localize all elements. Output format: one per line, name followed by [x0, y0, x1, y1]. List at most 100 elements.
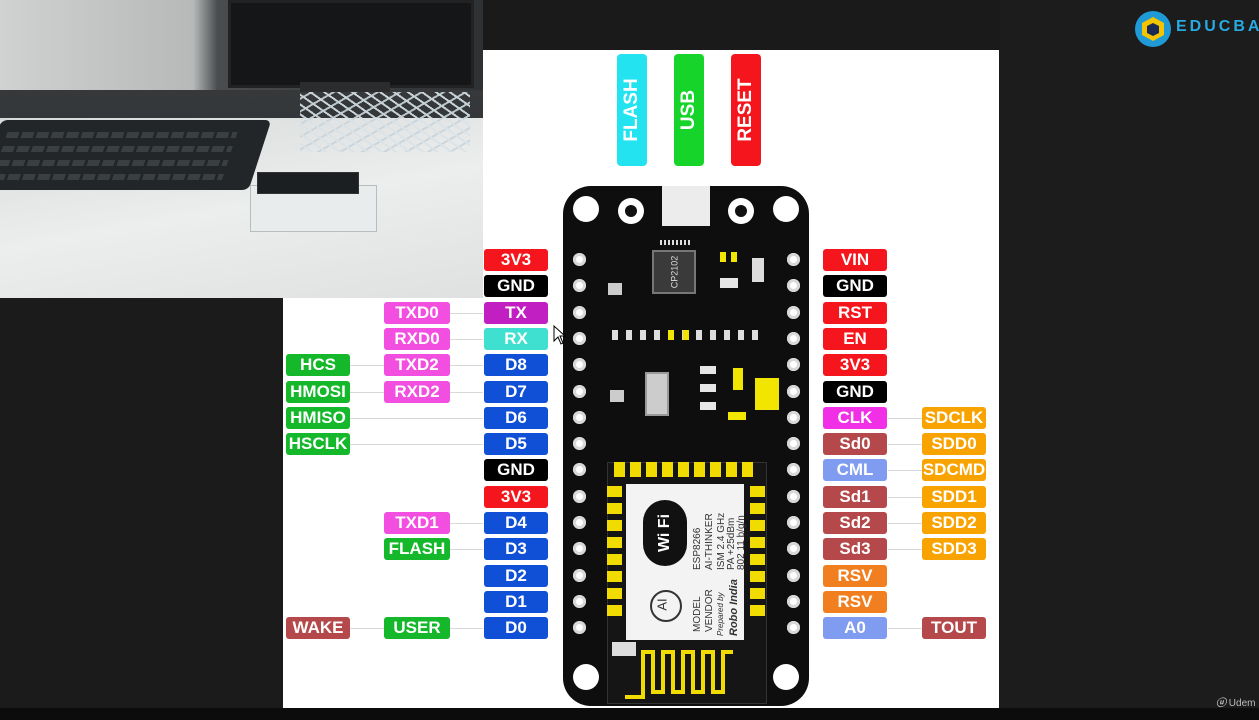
module-pad-top [646, 462, 657, 477]
label-connector [888, 470, 922, 472]
top-tab-flash: FLASH [617, 54, 647, 166]
left-alt-hmiso: HMISO [286, 406, 350, 429]
left-pin-d8: D8 [484, 354, 548, 377]
right-pin-en: EN [823, 327, 887, 350]
right-alt-sdd1: SDD1 [922, 485, 986, 508]
module-smd [612, 642, 636, 656]
left-alt-txd1: TXD1 [384, 512, 450, 534]
header-pad-left [573, 358, 586, 372]
udemy-watermark-text: Udem [1228, 698, 1256, 709]
header-pad-left [573, 410, 586, 424]
header-pad-right [787, 489, 800, 503]
right-pin-gnd: GND [823, 275, 887, 298]
cp2102-label: CP2102 [669, 255, 679, 289]
mouse-cursor-icon [553, 325, 567, 345]
module-pad-right [750, 588, 765, 599]
left-pin-d4: D4 [484, 512, 548, 534]
right-pin-sd0: Sd0 [823, 433, 887, 456]
left-pin-rx: RX [484, 327, 548, 350]
header-pad-left [573, 437, 586, 451]
header-pad-left [573, 568, 586, 582]
left-pin-d3: D3 [484, 538, 548, 561]
module-pad-top [630, 462, 641, 477]
module-pad-right [750, 605, 765, 616]
module-pad-top [678, 462, 689, 477]
ai-logo [650, 590, 682, 622]
flash-button [618, 198, 644, 224]
label-connector [888, 417, 922, 419]
right-pin-rsv: RSV [823, 590, 887, 613]
left-alt-hcs: HCS [286, 354, 350, 377]
regulator [645, 372, 669, 416]
header-pad-right [787, 437, 800, 451]
right-pin-rst: RST [823, 301, 887, 324]
header-pad-left [573, 621, 586, 635]
label-connector [888, 444, 922, 446]
header-pad-right [787, 516, 800, 529]
right-pin-rsv: RSV [823, 564, 887, 587]
right-alt-sdcmd: SDCMD [922, 459, 986, 482]
module-pad-right [750, 486, 765, 497]
left-pin-d2: D2 [484, 564, 548, 587]
module-pad-top [710, 462, 721, 477]
top-tab-label: FLASH [621, 78, 642, 142]
header-pad-left [573, 279, 586, 293]
header-pad-right [787, 279, 800, 293]
module-pad-right [750, 520, 765, 531]
micro-usb-port [662, 186, 710, 226]
right-pin-cml: CML [823, 459, 887, 482]
right-pin-vin: VIN [823, 249, 887, 271]
header-pad-right [787, 568, 800, 582]
header-pad-left [573, 384, 586, 398]
educba-shield-icon [1135, 11, 1171, 47]
webcam-monitor [228, 0, 474, 88]
header-pad-right [787, 331, 800, 345]
module-vendor-label: VENDOR [704, 589, 715, 632]
left-alt-hmosi: HMOSI [286, 380, 350, 403]
module-prepared-by: Prepared by [716, 592, 725, 636]
left-pin-gnd: GND [484, 459, 548, 482]
mount-hole [573, 196, 599, 222]
header-pad-right [787, 358, 800, 372]
left-pin-d1: D1 [484, 590, 548, 613]
left-pin-d6: D6 [484, 406, 548, 429]
header-pad-right [787, 621, 800, 635]
header-pad-right [787, 253, 800, 266]
webcam-nodemcu-board [257, 172, 359, 194]
module-pad-left [607, 605, 622, 616]
left-alt-wake: WAKE [286, 617, 350, 640]
ai-logo-text: AI [654, 598, 670, 611]
left-alt-flash: FLASH [384, 538, 450, 561]
right-pin-3v3: 3V3 [823, 354, 887, 377]
label-connector [888, 523, 922, 524]
right-pin-sd1: Sd1 [823, 485, 887, 508]
left-alt-txd2: TXD2 [384, 354, 450, 377]
dark-background-left [0, 298, 283, 708]
right-pin-sd2: Sd2 [823, 512, 887, 534]
mount-hole [573, 664, 599, 690]
module-pad-top [662, 462, 673, 477]
header-pad-right [787, 410, 800, 424]
mount-hole [773, 664, 799, 690]
video-bottom-bar [0, 708, 1259, 720]
module-model-label: MODEL [692, 596, 703, 632]
wifi-badge [643, 500, 687, 566]
left-pin-d5: D5 [484, 433, 548, 456]
label-connector [306, 444, 483, 446]
right-pin-gnd: GND [823, 380, 887, 403]
label-connector [306, 417, 483, 419]
label-connector [888, 549, 922, 551]
header-pad-left [573, 463, 586, 477]
pcb-antenna [625, 650, 733, 699]
right-pin-clk: CLK [823, 406, 887, 429]
header-pad-left [573, 516, 586, 529]
right-alt-sdclk: SDCLK [922, 406, 986, 429]
webcam-keyboard [0, 120, 272, 190]
module-line-1: ESP8266 [692, 527, 703, 570]
left-pin-3v3: 3V3 [484, 249, 548, 271]
right-alt-sdd3: SDD3 [922, 538, 986, 561]
mount-hole [773, 196, 799, 222]
module-pad-top [614, 462, 625, 477]
module-pad-left [607, 486, 622, 497]
module-pad-right [750, 554, 765, 565]
